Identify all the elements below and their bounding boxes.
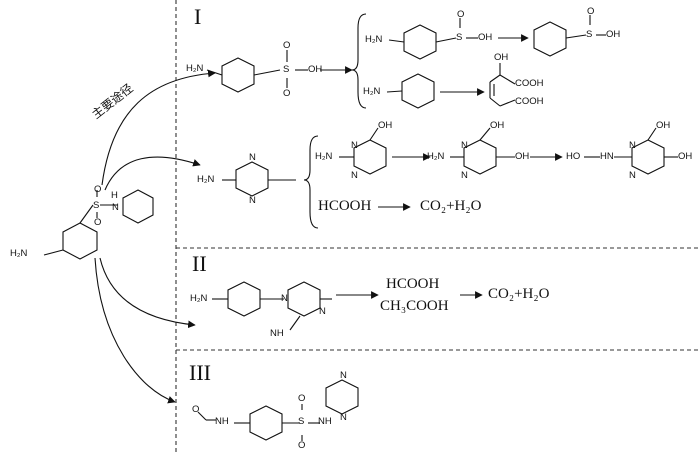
arrow-main-route — [101, 69, 216, 186]
parent-o-top: O — [94, 184, 102, 195]
s1h-oh: OH — [378, 120, 393, 131]
hcooh-text-2: HCOOH — [386, 276, 440, 292]
s3-nh1: NH — [215, 416, 229, 427]
s3-n2: N — [340, 412, 347, 423]
parent-o-bottom: O — [94, 217, 102, 228]
parent-s: S — [93, 200, 100, 211]
s1d-oh1: OH — [490, 120, 505, 131]
s1d-n2: N — [461, 170, 468, 181]
s1u-h2n: H₂N — [365, 34, 383, 45]
s3-o-top: O — [298, 393, 306, 404]
s1d-n1: N — [461, 140, 468, 151]
s1h-h2n: H₂N — [315, 151, 333, 162]
s2-h2n: H₂N — [190, 293, 208, 304]
s1p-n1: N — [629, 140, 636, 151]
hydroxy-pyrimidine-structure — [339, 127, 387, 175]
sulfadiazine-structure — [43, 189, 154, 260]
section-label-ii: II — [192, 251, 207, 276]
arrow-to-section3 — [94, 257, 176, 404]
s1p-oh1: OH — [656, 120, 671, 131]
co2-h2o-text-2: CO₂+H₂O — [488, 286, 550, 302]
sulfanilic-acid-structure — [206, 50, 308, 93]
s1l-h2n: H₂N — [363, 86, 381, 97]
muconic-acid-structure — [489, 63, 516, 107]
brace-section1 — [351, 13, 367, 109]
sulfinic-acid-structure — [388, 18, 478, 60]
parent-n: N — [112, 202, 119, 213]
s1u-oh: OH — [478, 32, 493, 43]
s1p-ho: HO — [566, 151, 581, 162]
s1-h2n: H₂N — [186, 63, 204, 74]
dihydroxy-pyrimidine-structure — [450, 127, 515, 175]
s1p-n2: N — [629, 170, 636, 181]
s1d-oh2: OH — [515, 151, 530, 162]
s2-n1: N — [281, 293, 288, 304]
s1b-s: S — [586, 29, 593, 40]
brace-section1b — [303, 135, 319, 229]
s1d-h2n: H₂N — [427, 151, 445, 162]
s3-nh2: NH — [318, 416, 332, 427]
s1m-n1: N — [249, 152, 256, 163]
s1l-cooh1: COOH — [515, 78, 544, 89]
hcooh-text: HCOOH — [318, 198, 372, 214]
s1b-oh: OH — [606, 29, 621, 40]
s1u-o: O — [457, 9, 465, 20]
s3-o: O — [192, 404, 200, 415]
benzenesulfinic-acid-structure — [533, 15, 606, 57]
s1m-h2n: H₂N — [197, 174, 215, 185]
s3-o-bottom: O — [298, 440, 306, 451]
s2-n2: N — [319, 306, 326, 317]
arrow-to-section2 — [99, 257, 196, 329]
s1p-oh2: OH — [678, 151, 693, 162]
co2-h2o-text: CO₂+H₂O — [420, 198, 482, 214]
s1l-cooh2: COOH — [515, 96, 544, 107]
s1-o-bottom: O — [283, 88, 291, 99]
s1b-o: O — [587, 6, 595, 17]
s1-s: S — [283, 64, 290, 75]
s2-nh: NH — [270, 328, 284, 339]
section-label-i: I — [194, 4, 202, 29]
section2-structure — [212, 281, 332, 331]
hydroxylamino-pyrimidine-structure — [584, 127, 678, 175]
aniline-structure — [386, 73, 435, 109]
aminopyrimidine-structure — [222, 161, 296, 197]
section3-structure — [197, 379, 359, 441]
s1-oh: OH — [308, 64, 323, 75]
s1h-n1: N — [351, 140, 358, 151]
s1u-s: S — [456, 32, 463, 43]
s3-s: S — [298, 416, 305, 427]
s1p-hn: HN — [600, 151, 614, 162]
s3-n1: N — [340, 370, 347, 381]
s1-o-top: O — [283, 40, 291, 51]
arrow-to-pyrimidine — [104, 156, 201, 191]
parent-h2n: H₂N — [10, 248, 28, 259]
s1m-n2: N — [249, 195, 256, 206]
s1l-oh: OH — [494, 52, 509, 63]
parent-nh: H — [111, 190, 118, 201]
s1h-n2: N — [351, 170, 358, 181]
section-label-iii: III — [189, 360, 211, 385]
ch3cooh-text: CH₃COOH — [380, 298, 449, 314]
